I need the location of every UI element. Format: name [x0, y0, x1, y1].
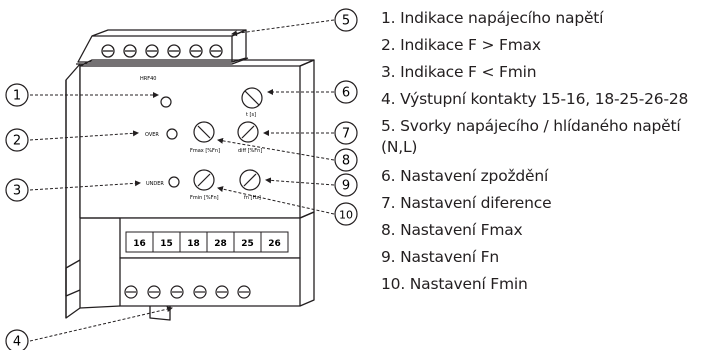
- terminal-label: 16: [133, 239, 146, 249]
- bottom-screws: [124, 285, 251, 299]
- legend-item-5-cont: (N,L): [381, 138, 418, 156]
- callout-circle-6: [334, 80, 358, 104]
- fn-knob-label: fn [Hz]: [244, 195, 261, 201]
- top-screws: [101, 44, 223, 58]
- callout-number-1: 1: [13, 89, 21, 104]
- fmin-knob-label: Fmin [%Fn]: [190, 195, 219, 201]
- model-label: HRF40: [140, 76, 156, 82]
- callout-circle-4: [5, 329, 29, 350]
- callout-circle-7: [334, 121, 358, 145]
- callout-circle-3: [5, 178, 29, 202]
- callout-circle-10: [334, 202, 358, 226]
- callout-number-3: 3: [13, 184, 21, 199]
- legend-item-4: 4. Výstupní kontakty 15-16, 18-25-26-28: [381, 90, 689, 108]
- legend-item-3: 3. Indikace F < Fmin: [381, 63, 537, 81]
- delay-knob-label: t [s]: [246, 112, 256, 118]
- legend-item-7: 7. Nastavení diference: [381, 194, 552, 212]
- callout-number-5: 5: [342, 14, 350, 29]
- terminal-cell: [260, 231, 289, 253]
- callout-circle-5: [334, 8, 358, 32]
- terminal-label: 28: [214, 239, 227, 249]
- legend-item-1: 1. Indikace napájecího napětí: [381, 9, 604, 27]
- terminal-label: 15: [160, 239, 173, 249]
- callout-number-4: 4: [13, 335, 21, 350]
- over-label: OVER: [145, 132, 159, 138]
- callout-number-9: 9: [342, 179, 350, 194]
- callout-circle-1: [5, 83, 29, 107]
- terminal-label: 26: [268, 239, 281, 249]
- power-led: [160, 96, 172, 108]
- under-led: [168, 176, 180, 188]
- legend-item-5: 5. Svorky napájecího / hlídaného napětí: [381, 117, 681, 135]
- callout-number-8: 8: [342, 154, 350, 169]
- legend-item-6: 6. Nastavení zpoždění: [381, 167, 549, 185]
- callout-circle-2: [5, 128, 29, 152]
- legend-list: 1. Indikace napájecího napětí 2. Indikac…: [381, 0, 719, 350]
- callout-number-10: 10: [339, 209, 353, 222]
- callout-circle-9: [334, 173, 358, 197]
- fmax-knob-label: Fmax [%Fn]: [190, 148, 220, 154]
- diff-knob-label: diff [%Fn]: [238, 148, 262, 154]
- legend-item-9: 9. Nastavení Fn: [381, 248, 499, 266]
- callout-number-6: 6: [342, 86, 350, 101]
- callout-number-2: 2: [13, 134, 21, 149]
- legend-item-2: 2. Indikace F > Fmax: [381, 36, 541, 54]
- terminal-label: 25: [241, 239, 254, 249]
- device-diagram: HRF40 OVER UNDER Fmax [%Fn] diff [%Fn] f…: [5, 8, 358, 350]
- terminal-label: 18: [187, 239, 200, 249]
- legend-item-10: 10. Nastavení Fmin: [381, 275, 528, 293]
- callout-number-7: 7: [342, 127, 350, 142]
- callout-circle-8: [334, 148, 358, 172]
- over-led: [166, 128, 178, 140]
- legend-item-8: 8. Nastavení Fmax: [381, 221, 523, 239]
- terminal-number-strip: 16 15 18 28 25 26: [125, 231, 289, 253]
- front-panel: [79, 65, 301, 219]
- under-label: UNDER: [146, 181, 164, 187]
- top-terminal-block: [77, 35, 233, 63]
